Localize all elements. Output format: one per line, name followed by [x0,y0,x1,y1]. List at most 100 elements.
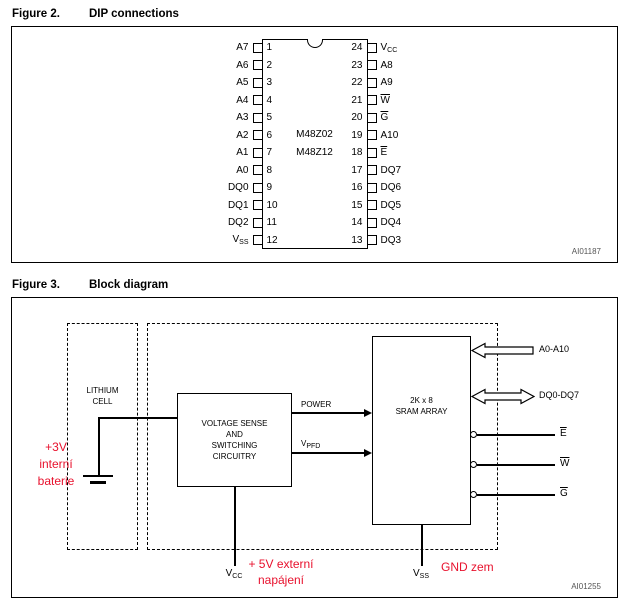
pin-stub-icon [252,42,262,53]
figure3-header: Figure 3. Block diagram [12,279,617,291]
pin-number: 23 [351,59,363,71]
battery-wire-horizontal [98,417,178,419]
pin-stub-icon [367,112,377,123]
figure2-header: Figure 2. DIP connections [12,8,617,20]
pin-number: 12 [266,234,278,246]
enable-wire [477,434,555,436]
pin-number: 6 [266,129,273,141]
figure2-number: Figure 2. [12,8,60,20]
vpfd-arrow-icon [364,449,372,457]
pin-stub-icon [367,60,377,71]
output-enable-label: G [560,488,568,499]
pin-number: 4 [266,94,273,106]
pin-stub-icon [252,200,262,211]
pin-label: A4 [236,94,249,106]
pin-stub-icon [252,112,262,123]
pin-label: DQ2 [227,217,249,229]
enable-bubble-icon [470,431,477,438]
pin-label: DQ7 [380,164,402,176]
vss-wire [421,525,423,566]
pin-stub-icon [367,77,377,88]
figure3-ref-code: AI01255 [571,582,601,591]
pin-label: DQ1 [227,199,249,211]
pin-number: 19 [351,129,363,141]
pin-number: 24 [351,42,363,54]
pin-stub-icon [367,217,377,228]
pin-number: 7 [266,147,273,159]
sram-array-box: 2K x 8 SRAM ARRAY [372,336,471,525]
pin-stub-icon [252,77,262,88]
pin-stub-icon [367,165,377,176]
output-enable-label-text: G [560,488,568,499]
pin-number: 15 [351,199,363,211]
power-wire [292,412,365,414]
vcc-label-main: V [225,568,233,579]
write-label: W [560,458,569,469]
dip-chip-body [261,39,368,249]
battery-annotation: +3V interní baterie [25,439,87,490]
pin-stub-icon [252,130,262,141]
vpfd-wire [292,452,365,454]
output-enable-bubble-icon [470,491,477,498]
write-bubble-icon [470,461,477,468]
pin-stub-icon [252,95,262,106]
pin-stub-icon [367,147,377,158]
enable-label: E [560,428,567,439]
pin-label: VSS [232,234,249,247]
pin-number: 13 [351,234,363,246]
pin-number: 20 [351,112,363,124]
address-bus-arrow-icon [471,342,534,359]
output-enable-wire [477,494,555,496]
pin-label: A6 [236,59,249,71]
pin-label: VCC [380,41,398,54]
power-arrow-icon [364,409,372,417]
vss-label-main: V [412,568,420,579]
dip-notch-icon [306,39,323,48]
pin-number: 16 [351,182,363,194]
pin-number: 2 [266,59,273,71]
sram-array-line1: 2K x 8 [410,396,433,405]
pin-stub-icon [252,217,262,228]
power-label: POWER [301,400,332,409]
external-power-line2: napájení [257,573,305,587]
voltage-sense-line1: VOLTAGE SENSE [201,419,268,428]
pin-label: A0 [236,164,249,176]
vpfd-label-sub: PFD [306,443,321,450]
data-bus-label: DQ0-DQ7 [539,390,580,400]
pin-label: DQ4 [380,217,402,229]
battery-negative-plate-icon [90,481,106,484]
vcc-wire [234,487,236,566]
pin-stub-icon [252,235,262,246]
pin-stub-icon [252,147,262,158]
battery-annotation-line3: baterie [37,474,75,488]
write-wire [477,464,555,466]
lithium-cell-label-line1: LITHIUM [86,386,119,395]
pin-number: 9 [266,182,273,194]
pin-number: 10 [266,199,278,211]
data-bus-arrow-icon [471,388,535,405]
external-power-line1: + 5V externí [248,557,314,571]
voltage-sense-line3: SWITCHING [211,441,258,450]
pin-label: A1 [236,147,249,159]
figure3-title: Block diagram [89,279,169,291]
pin-number: 22 [351,77,363,89]
external-power-annotation: + 5V externí napájení [227,556,335,588]
pin-stub-icon [367,130,377,141]
pin-label: G [380,112,389,124]
voltage-sense-line2: AND [226,430,243,439]
pin-label: A2 [236,129,249,141]
pin-label: DQ6 [380,182,402,194]
chip-name-1: M48Z02 [296,129,333,140]
pin-label: A7 [236,42,249,54]
pin-number: 18 [351,147,363,159]
pin-number: 14 [351,217,363,229]
pin-label: A8 [380,59,393,71]
figure2-ref-code: AI01187 [571,247,601,256]
pin-number: 5 [266,112,273,124]
main-circuit-dashed-box [147,323,498,550]
